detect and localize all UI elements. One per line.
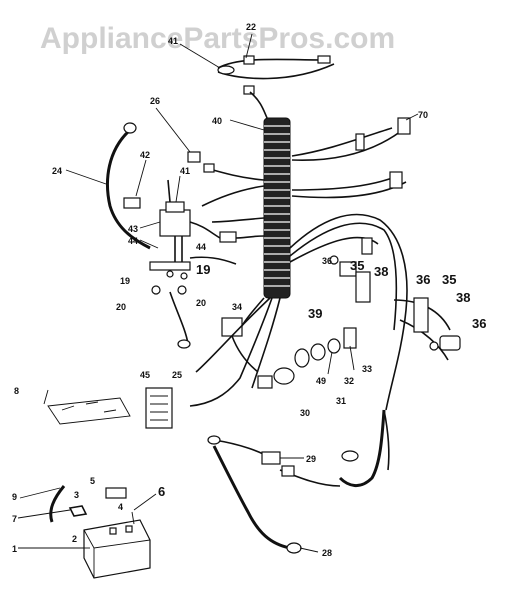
battery-assembly: [49, 485, 151, 579]
callout-43: 43: [128, 224, 138, 234]
callout-20-left: 20: [116, 302, 126, 312]
callout-5: 5: [90, 476, 95, 486]
part-8-bracket-plate: [47, 397, 131, 425]
callout-44-right: 44: [196, 242, 206, 252]
lamp-socket-components: [257, 327, 357, 389]
callout-35-right: 35: [442, 272, 456, 287]
callout-1: 1: [12, 544, 17, 554]
callout-30: 30: [300, 408, 310, 418]
callout-6: 6: [158, 484, 165, 499]
part-28-battery-cable: [212, 445, 302, 554]
callout-39: 39: [308, 306, 322, 321]
callout-2: 2: [72, 534, 77, 544]
callout-36-right: 36: [416, 272, 430, 287]
right-harness-branch: [291, 171, 407, 199]
callout-49: 49: [316, 376, 326, 386]
callout-45: 45: [140, 370, 150, 380]
part-22-harness-loop: [217, 55, 335, 121]
watermark: AppliancePartsPros.com: [40, 22, 395, 55]
callout-38-top: 38: [374, 264, 388, 279]
callout-32: 32: [344, 376, 354, 386]
callout-20-right: 20: [196, 298, 206, 308]
callout-42: 42: [140, 150, 150, 160]
terminals-and-nuts: [151, 270, 188, 295]
callout-9: 9: [12, 492, 17, 502]
callout-44-left: 44: [128, 236, 138, 246]
callout-7: 7: [12, 514, 17, 524]
callout-19-right: 19: [196, 262, 210, 277]
callout-19-left: 19: [120, 276, 130, 286]
callout-29: 29: [306, 454, 316, 464]
callout-3: 3: [74, 490, 79, 500]
part-40-harness-loom: [263, 117, 291, 299]
callout-22: 22: [246, 22, 256, 32]
callout-33: 33: [362, 364, 372, 374]
callout-31: 31: [336, 396, 346, 406]
callout-leaders: [17, 33, 419, 553]
part-42-bracket: [123, 197, 141, 209]
callout-24: 24: [52, 166, 62, 176]
part-25-cable: [169, 256, 237, 349]
switch-bracket-assembly: [329, 237, 461, 351]
callout-41-top: 41: [168, 36, 178, 46]
callout-36-far-right: 36: [472, 316, 486, 331]
callout-labels: 22 41 70 26 40 42 24 41 43 44 44 19 19 2…: [12, 22, 486, 558]
callout-26: 26: [150, 96, 160, 106]
callout-35-top: 35: [350, 258, 364, 273]
callout-34: 34: [232, 302, 242, 312]
callout-8: 8: [14, 386, 19, 396]
callout-36-top: 36: [322, 256, 332, 266]
part-45-module: [145, 387, 173, 429]
part-70-connector: [291, 117, 411, 162]
callout-70: 70: [418, 110, 428, 120]
loom-lower-branch: [189, 297, 281, 407]
callout-40: 40: [212, 116, 222, 126]
loom-left-branch: [187, 151, 265, 223]
solenoid-assembly: [149, 179, 265, 271]
callout-41: 41: [180, 166, 190, 176]
part-24-ground-cable: [106, 122, 151, 250]
callout-28: 28: [322, 548, 332, 558]
callout-38-right: 38: [456, 290, 470, 305]
callout-25: 25: [172, 370, 182, 380]
callout-4: 4: [118, 502, 123, 512]
part-29-connector: [207, 435, 359, 487]
right-vertical-cable: [338, 409, 390, 487]
